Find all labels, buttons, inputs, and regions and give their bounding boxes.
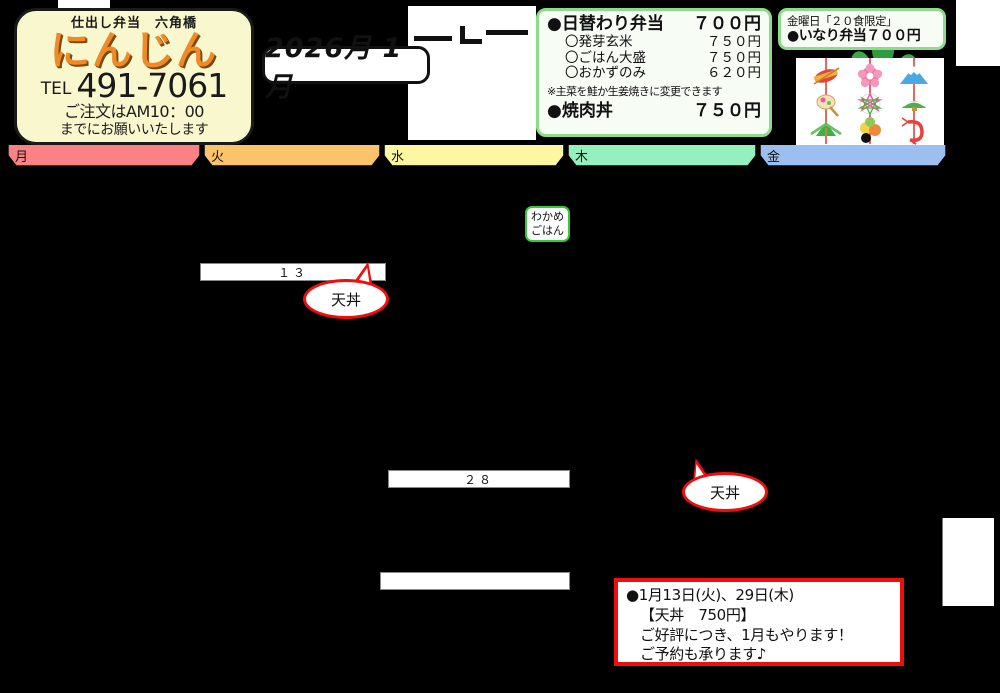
price-row: ●日替わり弁当 ７００円 bbox=[547, 16, 761, 33]
speech-balloon-tendon-1: 天丼 bbox=[303, 279, 389, 319]
price-value: ６２０円 bbox=[707, 65, 761, 81]
friday-limit-label: 金曜日「２０食限定」 bbox=[787, 14, 898, 28]
balloon-text: 天丼 bbox=[709, 483, 740, 502]
weekday-label: 火 bbox=[211, 149, 225, 165]
calendar-date-number: １３ bbox=[277, 265, 308, 280]
balloon-text: 天丼 bbox=[330, 290, 361, 309]
tel-label: TEL bbox=[40, 79, 72, 100]
price-value: ７００円 bbox=[693, 14, 761, 34]
price-row: 〇発芽玄米 ７５０円 bbox=[547, 34, 761, 50]
weekday-tab-thursday[interactable]: 木 bbox=[568, 145, 756, 166]
hanging-ornaments bbox=[796, 58, 944, 150]
menu-heading-stroke bbox=[460, 26, 465, 44]
promo-line-3: ご好評につき、1月もやります！ bbox=[640, 625, 853, 644]
weekday-label: 金 bbox=[767, 149, 781, 165]
mount-fuji-icon bbox=[900, 66, 928, 84]
promo-line-2: 【天丼 750円】 bbox=[640, 605, 756, 624]
rice-tag-line2: ごはん bbox=[531, 224, 564, 237]
friday-item-label: ●いなり弁当７００円 bbox=[787, 28, 921, 45]
ball-icon bbox=[860, 117, 881, 143]
shrimp-icon bbox=[901, 117, 924, 145]
tel-number: 491-7061 bbox=[76, 66, 228, 106]
drum-icon bbox=[813, 67, 840, 85]
price-board: ●日替わり弁当 ７００円 〇発芽玄米 ７５０円 〇ごはん大盛 ７５０円 〇おかず… bbox=[536, 8, 772, 137]
price-row: 〇おかずのみ ６２０円 bbox=[547, 65, 761, 81]
price-value: ７５０円 bbox=[707, 49, 761, 66]
menu-heading-stroke bbox=[486, 30, 528, 35]
price-name: ●日替わり弁当 bbox=[547, 14, 664, 34]
weekday-tab-monday[interactable]: 月 bbox=[8, 145, 200, 166]
price-row: 〇ごはん大盛 ７５０円 bbox=[547, 49, 761, 66]
folding-fan-icon bbox=[902, 101, 926, 111]
weekday-label: 木 bbox=[575, 149, 589, 165]
friday-special-box: 金曜日「２０食限定」 ●いなり弁当７００円 bbox=[778, 8, 946, 50]
calendar-date-cell[interactable] bbox=[380, 572, 570, 590]
weekday-tab-friday[interactable]: 金 bbox=[760, 145, 946, 166]
price-note: ※主菜を鮭か生姜焼きに変更できます bbox=[547, 84, 723, 98]
order-deadline-line2: までにお願いいたします bbox=[59, 121, 209, 138]
shop-info-card: 仕出し弁当 六角橋 にんじん TEL 491-7061 ご注文はAM10：00 … bbox=[14, 8, 254, 145]
shop-telephone[interactable]: TEL 491-7061 bbox=[41, 69, 228, 102]
hagoita-icon bbox=[816, 94, 839, 117]
page-bleed-top-right bbox=[956, 0, 1000, 66]
price-name: ●焼肉丼 bbox=[547, 100, 613, 121]
promotion-note: ●1月13日(火)、29日(木) 【天丼 750円】 ご好評につき、1月もやりま… bbox=[614, 578, 904, 666]
speech-balloon-tendon-2: 天丼 bbox=[682, 472, 768, 512]
price-name: 〇おかずのみ bbox=[565, 65, 646, 81]
menu-heading-stroke bbox=[414, 36, 452, 41]
shop-brand-name: にんじん bbox=[50, 28, 218, 75]
rice-tag-line1: わかめ bbox=[531, 210, 564, 224]
shop-tagline: 仕出し弁当 六角橋 bbox=[70, 16, 197, 31]
price-name: 〇ごはん大盛 bbox=[565, 49, 646, 66]
page-bleed-top-left bbox=[58, 0, 110, 10]
calendar-date-cell[interactable]: １３ bbox=[200, 263, 386, 281]
promo-line-4: ご予約も承ります♪ bbox=[640, 645, 766, 664]
month-label: 2026月 1月 bbox=[262, 33, 430, 103]
calendar-date-cell[interactable]: ２８ bbox=[388, 470, 570, 488]
price-value: ７５０円 bbox=[693, 100, 761, 121]
weekday-label: 月 bbox=[15, 149, 29, 165]
rice-type-tag: わかめ ごはん bbox=[525, 206, 570, 242]
plum-blossom-icon bbox=[857, 63, 883, 88]
pine-icon bbox=[810, 122, 842, 138]
temari-icon bbox=[857, 92, 883, 116]
promo-line-1: ●1月13日(火)、29日(木) bbox=[626, 586, 794, 604]
page-bleed-bottom-right bbox=[942, 518, 994, 606]
weekday-label: 水 bbox=[391, 149, 405, 165]
month-label-text: 2026月 1月 bbox=[265, 33, 403, 103]
weekday-tab-tuesday[interactable]: 火 bbox=[204, 145, 380, 166]
price-name: 〇発芽玄米 bbox=[565, 34, 633, 50]
weekday-tab-wednesday[interactable]: 水 bbox=[384, 145, 564, 166]
price-row: ●焼肉丼 ７５０円 bbox=[547, 100, 761, 121]
calendar-date-number: ２８ bbox=[463, 472, 494, 487]
menu-heading-stroke bbox=[460, 39, 482, 44]
order-deadline-line1: ご注文はAM10：00 bbox=[64, 102, 204, 122]
price-value: ７５０円 bbox=[707, 34, 761, 50]
